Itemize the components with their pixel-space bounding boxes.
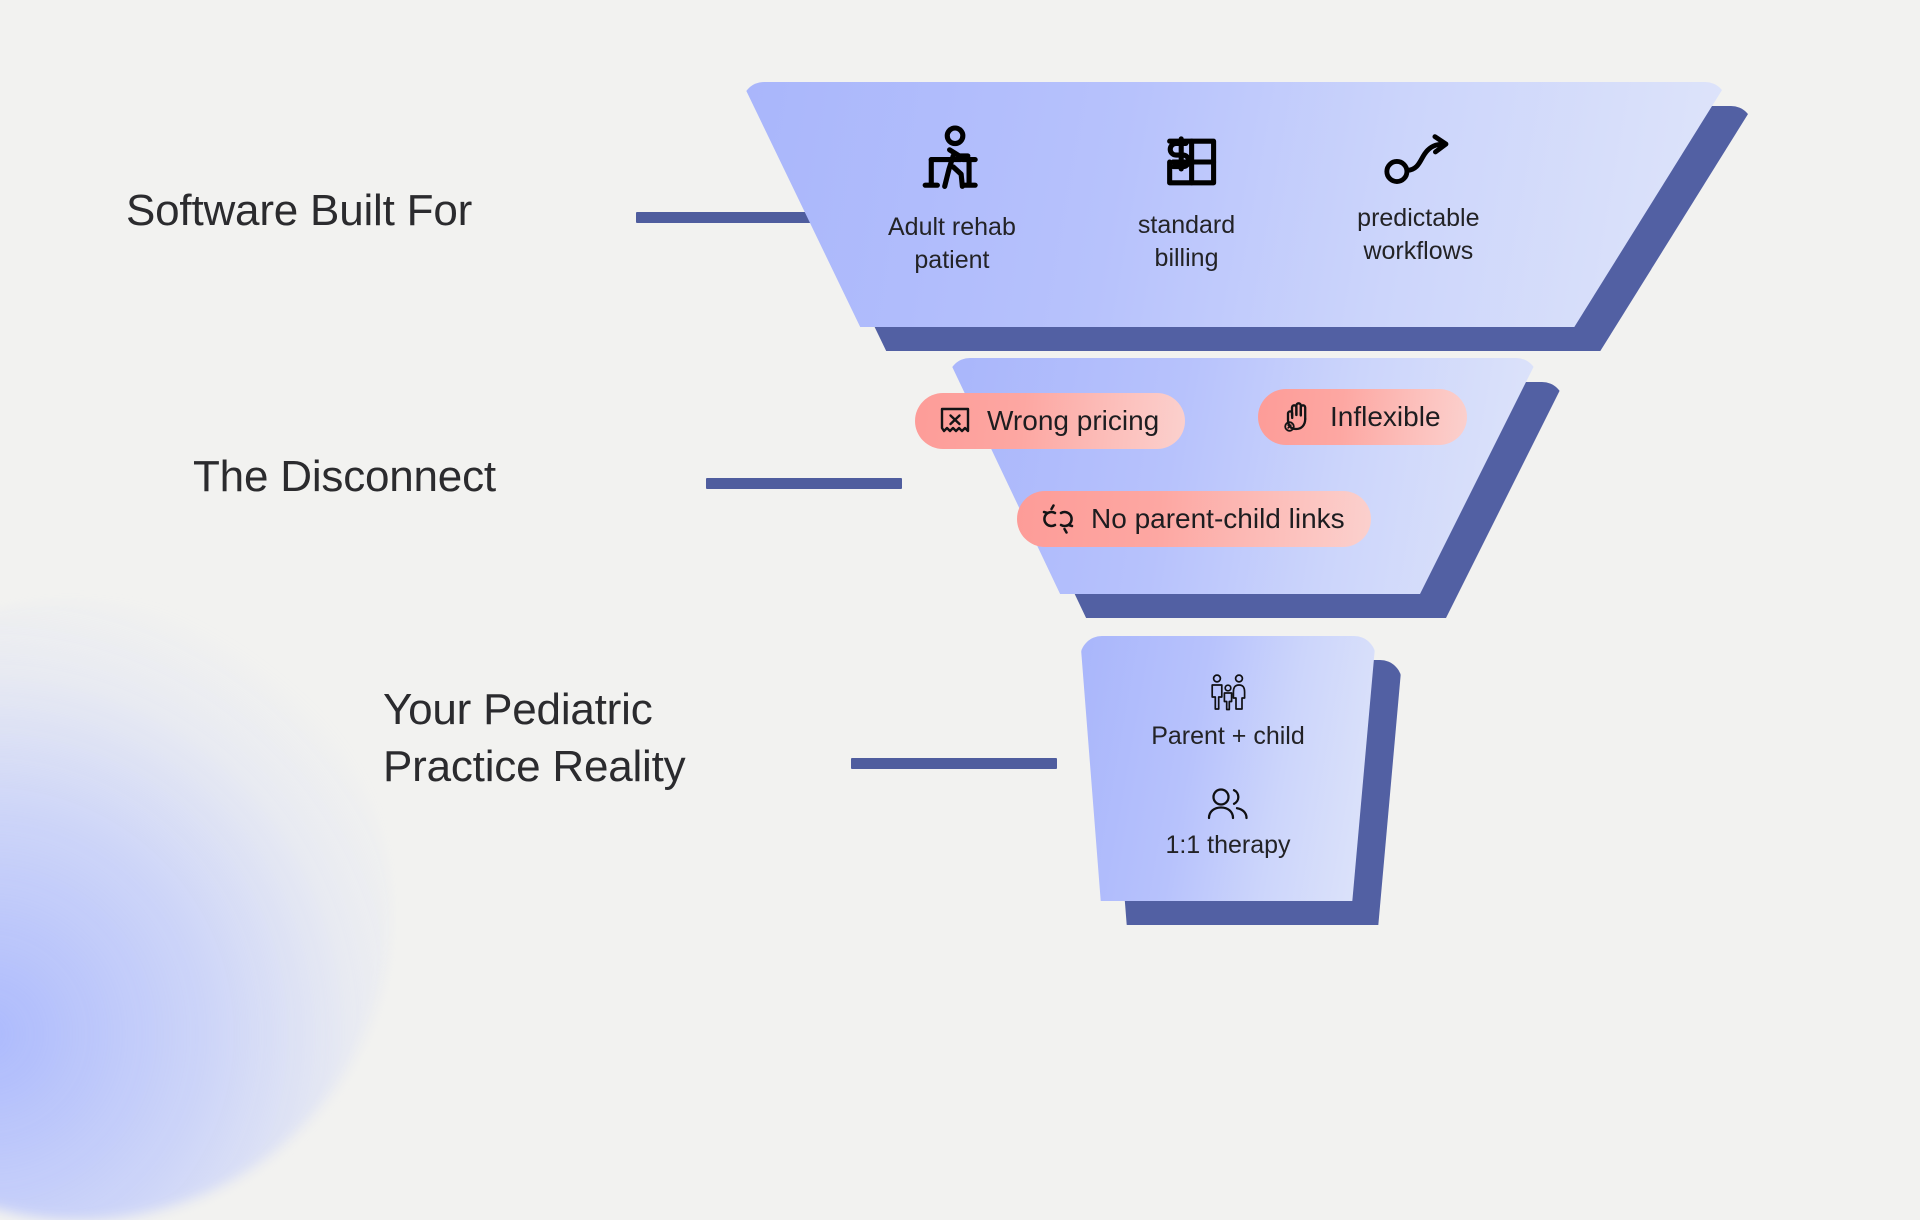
feature-parent-plus-child: Parent + child <box>1151 672 1305 753</box>
problem-pill-label: No parent-child links <box>1091 503 1345 534</box>
invoice-dollar-icon <box>1150 125 1224 199</box>
arrow-flow-icon <box>1380 132 1456 192</box>
feature-list: Adult rehab patient standard billing <box>742 82 1727 327</box>
connector-line-stage-1 <box>636 212 816 223</box>
receipt-x-icon <box>937 403 973 439</box>
feature-label: Adult rehab patient <box>888 213 1016 274</box>
feature-predictable-workflows: predictable workflows <box>1357 132 1479 267</box>
feature-label: 1:1 therapy <box>1165 830 1291 859</box>
feature-label: standard billing <box>1137 211 1236 272</box>
feature-label: Parent + child <box>1151 722 1305 750</box>
problem-pill-inflexible[interactable]: Inflexible <box>1258 389 1467 445</box>
connector-line-stage-2 <box>706 478 902 489</box>
family-parent-child-icon <box>1206 672 1250 712</box>
problem-pill-wrong-pricing[interactable]: Wrong pricing <box>915 393 1186 449</box>
funnel-stage-body <box>1080 636 1376 901</box>
walker-patient-icon <box>913 123 991 201</box>
stage-label-pediatric-practice-reality: Your Pediatric Practice Reality <box>383 685 686 792</box>
feature-label: predictable workflows <box>1357 204 1480 265</box>
problem-pill-no-parent-child-links[interactable]: No parent-child links <box>1017 491 1371 547</box>
connector-line-stage-3 <box>851 758 1057 769</box>
funnel-stage-software-built-for: Adult rehab patient standard billing <box>742 82 1753 351</box>
feature-one-to-one-therapy: 1:1 therapy <box>1165 787 1291 862</box>
funnel-diagram: Software Built For The Disconnect Your P… <box>126 82 1753 925</box>
problem-pill-label: Wrong pricing <box>987 405 1160 436</box>
two-people-icon <box>1205 787 1251 821</box>
stage-label-software-built-for: Software Built For <box>126 186 473 235</box>
funnel-stage-pediatric-practice-reality: Parent + child 1:1 therapy <box>1080 636 1402 925</box>
stage-label-the-disconnect: The Disconnect <box>193 452 496 501</box>
problem-pill-label: Inflexible <box>1330 401 1441 432</box>
feature-adult-rehab-patient: Adult rehab patient <box>888 123 1016 276</box>
feature-standard-billing: standard billing <box>1138 125 1235 274</box>
funnel-stage-body <box>742 82 1727 327</box>
feature-list: Parent + child 1:1 therapy <box>1080 636 1376 901</box>
broken-link-icon <box>1039 500 1077 538</box>
hand-stop-x-icon <box>1280 399 1316 435</box>
